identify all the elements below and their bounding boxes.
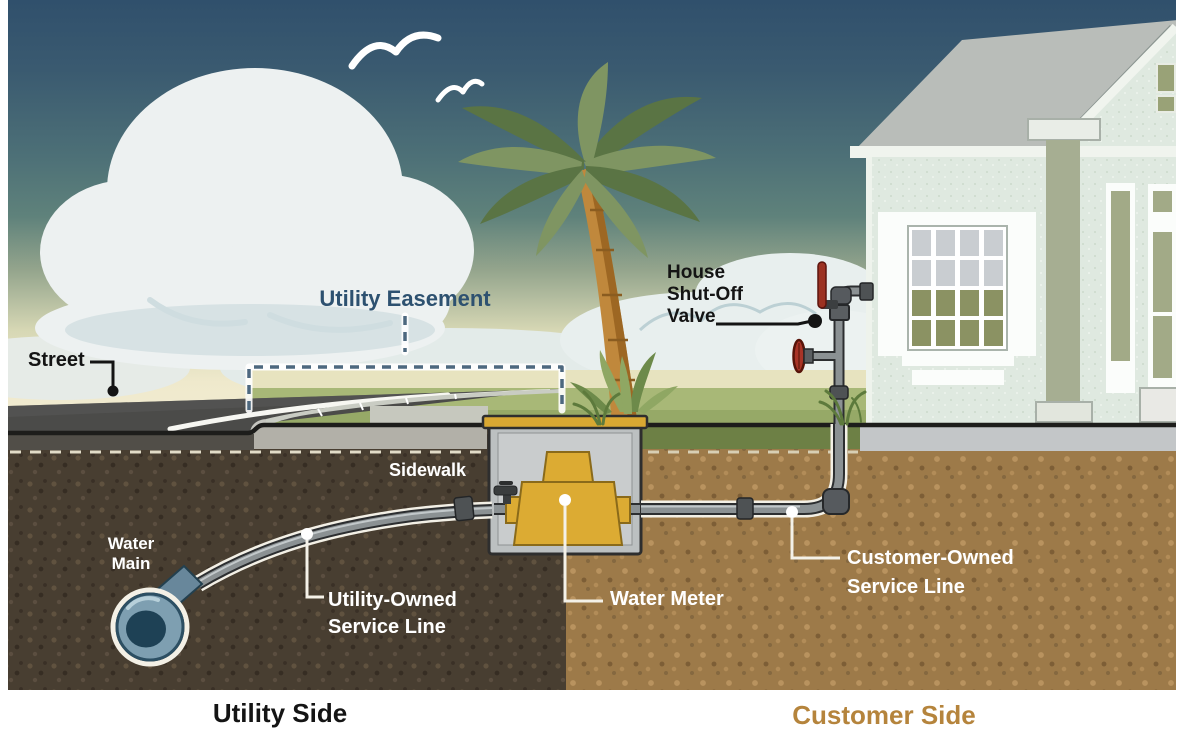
porch-column [1027, 118, 1101, 423]
gable-vent [1156, 95, 1176, 113]
road-base-underground [8, 434, 254, 450]
street-leader [90, 360, 115, 387]
right-margin [1176, 0, 1194, 747]
customer-side-caption: Customer Side [792, 700, 976, 730]
porch-step [1139, 387, 1178, 423]
left-margin [0, 0, 8, 747]
clouds [0, 68, 915, 408]
fascia [850, 146, 1177, 158]
house [850, 20, 1180, 451]
grass-underground [641, 427, 860, 449]
meter-stop-valve [493, 481, 518, 504]
water-main-label: Water Main [107, 534, 155, 573]
valve-lever [817, 261, 827, 309]
utility-side-caption: Utility Side [212, 698, 348, 728]
leader-lines [90, 314, 840, 603]
utility-line-dot [301, 528, 313, 540]
sidewalk-slab [370, 406, 488, 425]
customer-line-leader [790, 518, 840, 560]
house-shut-off-valve [792, 261, 850, 374]
seagull-icon [348, 31, 442, 70]
hose-bib-bonnet [803, 348, 814, 364]
window-large [878, 212, 1036, 385]
street-label: Street [28, 349, 85, 371]
grass-tufts [572, 389, 867, 426]
palm-tree [458, 62, 716, 426]
ground-line [8, 422, 1176, 436]
sidewalk-underground [254, 427, 487, 449]
house-shut-off-valve-label: House Shut-Off Valve [667, 262, 743, 327]
pipe-coupling [453, 495, 475, 522]
soil-customer-side [566, 425, 1194, 690]
foundation [860, 426, 1176, 451]
street-dot [107, 385, 119, 397]
customer-owned-service-line-label: Customer-Owned Service Line [847, 547, 1014, 598]
water-meter-label: Water Meter [610, 588, 724, 610]
gable-vent [1156, 63, 1176, 93]
utility-owned-service-line-label: Utility-Owned Service Line [328, 589, 457, 638]
palm-fronds [458, 62, 716, 258]
road-lane-line [167, 392, 451, 432]
ground-surface [8, 370, 866, 434]
water-meter [493, 451, 631, 546]
valve-dot [808, 314, 822, 328]
seagull-small-icon [435, 78, 485, 103]
meter-leader [563, 506, 603, 603]
water-main [110, 564, 204, 667]
wall-coupling [859, 282, 874, 301]
window-right [1148, 184, 1177, 396]
utility-line-leader [305, 540, 324, 599]
meter-box-lid [481, 414, 649, 430]
bottom-caption-band [0, 690, 1194, 747]
meter-dot [559, 494, 571, 506]
utility-easement-label: Utility Easement [319, 286, 491, 311]
window-narrow [1106, 183, 1135, 393]
palm-base-grass [570, 350, 678, 414]
sidewalk-label: Sidewalk [389, 460, 467, 480]
easement-bracket [245, 312, 566, 414]
pipe-elbow [822, 488, 850, 515]
customer-line-dot [786, 506, 798, 518]
sidewalk-path [266, 389, 560, 427]
pipe-coupling [736, 497, 754, 520]
soil-utility-side [0, 425, 566, 690]
valve-leader [716, 319, 813, 326]
